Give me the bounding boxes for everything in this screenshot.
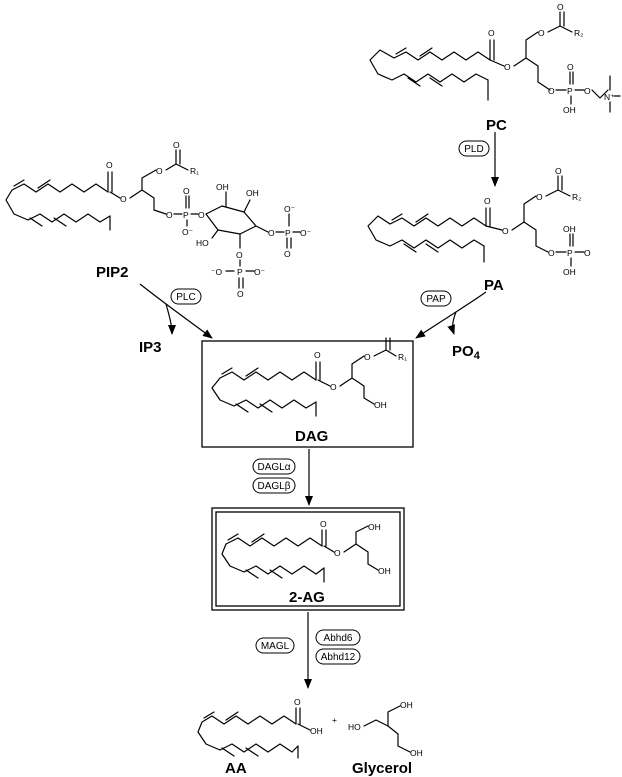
plc-label: PLC	[176, 292, 195, 303]
pa-phosphate-oh-bottom: OH	[563, 267, 576, 277]
pip2-carbonyl-o: O	[106, 160, 113, 170]
pa-phosphate-o: O	[548, 248, 555, 258]
dag-carbonyl-o: O	[314, 350, 321, 360]
glycerol-label: Glycerol	[352, 760, 412, 777]
plc-enzyme-badge: PLC	[170, 288, 202, 305]
daglb-label: DAGLβ	[258, 481, 291, 492]
dag-box	[201, 340, 414, 448]
two-ag-inner-box	[215, 511, 401, 607]
glycerol-oh-top: OH	[400, 700, 413, 710]
pip2-structure: O O O O R₁ O P O O⁻ O OH OH HO O O P	[5, 140, 312, 299]
pip2-inositol-ho: HO	[196, 238, 209, 248]
pip2-phosphate-c-o: O	[237, 289, 244, 299]
pc-structure: O O O O R₂ O P O OH O N⁺	[369, 2, 621, 115]
pc-ester-o: O	[504, 62, 511, 72]
dag-sn1-o: O	[364, 352, 371, 362]
pip2-phosphate-o-minus: O⁻	[182, 227, 194, 237]
pa-sn1-carbonyl-o: O	[555, 166, 562, 176]
pc-choline-o: O	[584, 86, 591, 96]
pa-phosphate-oh-top: OH	[563, 224, 576, 234]
abhd6-enzyme-badge: Abhd6	[315, 629, 361, 646]
pip2-phosphorus-b: P	[285, 228, 291, 238]
pa-carbonyl-o: O	[484, 196, 491, 206]
pa-phosphoryl-o: O	[584, 248, 591, 258]
two-ag-ester-o: O	[334, 548, 341, 558]
pip2-sn1-carbonyl-o: O	[173, 140, 180, 150]
pip2-label: PIP2	[96, 264, 129, 281]
pip2-phosphate-c-o-minus-left: ⁻O	[211, 267, 222, 277]
two-ag-outer-box	[211, 507, 405, 611]
glycerol-oh-bottom: OH	[410, 748, 423, 758]
pa-structure: O O O O R₂ O P OH OH O	[367, 166, 591, 277]
pip2-phosphorus: P	[183, 210, 189, 220]
magl-label: MAGL	[261, 641, 290, 652]
pc-carbonyl-o: O	[488, 28, 495, 38]
daglb-enzyme-badge: DAGLβ	[252, 477, 296, 494]
pip2-ester-o: O	[120, 194, 127, 204]
pip2-inositol-link-o: O	[198, 210, 205, 220]
ip3-release-arrow	[165, 303, 176, 335]
pip2-inositol-o-b: O	[268, 228, 275, 238]
pa-ester-o: O	[502, 226, 509, 236]
dag-r1: R₁	[398, 352, 407, 362]
pc-sn1-carbonyl-o: O	[557, 2, 564, 12]
pld-enzyme-badge: PLD	[458, 140, 490, 157]
pap-label: PAP	[426, 294, 446, 305]
pip2-phosphate-c-o-minus-right: O⁻	[254, 267, 266, 277]
pip2-inositol-oh-2: OH	[246, 188, 259, 198]
pa-r2: R₂	[572, 192, 581, 202]
glycerol-ho: HO	[348, 722, 361, 732]
pip2-phosphorus-c: P	[237, 267, 243, 277]
aa-carbonyl-o: O	[294, 697, 301, 707]
pc-r2: R₂	[574, 28, 583, 38]
pip2-phosphate-b-o-minus-top: O⁻	[284, 204, 296, 214]
two-ag-carbonyl-o: O	[320, 519, 327, 529]
dag-ester-o: O	[330, 382, 337, 392]
pc-sn1-o: O	[538, 28, 545, 38]
pap-enzyme-badge: PAP	[420, 290, 452, 307]
pa-label: PA	[484, 277, 504, 294]
two-ag-oh-bottom: OH	[378, 566, 391, 576]
pip2-phosphate-b-o-minus-right: O⁻	[300, 228, 312, 238]
pip2-r1: R₁	[190, 166, 199, 176]
plus-sign: +	[332, 715, 337, 725]
pip2-inositol-o-a: O	[236, 250, 243, 260]
pip2-phosphate-b-o: O	[284, 249, 291, 259]
two-ag-label: 2-AG	[289, 589, 325, 606]
dagla-label: DAGLα	[257, 462, 290, 473]
aa-label: AA	[225, 760, 247, 777]
dag-structure: O O O R₁ OH	[211, 337, 407, 417]
glycerol-structure: HO OH OH	[348, 700, 423, 758]
abhd12-label: Abhd12	[321, 652, 356, 663]
two-ag-oh-top: OH	[368, 522, 381, 532]
dagla-enzyme-badge: DAGLα	[252, 458, 296, 475]
pc-phosphoryl-o: O	[567, 62, 574, 72]
pld-label: PLD	[464, 144, 483, 155]
po4-label: PO4	[452, 343, 481, 362]
pip2-phosphoryl-o: O	[183, 186, 190, 196]
aa-acid-oh: OH	[310, 726, 323, 736]
pc-ammonium: N⁺	[604, 92, 615, 102]
pc-phosphorus: P	[567, 86, 573, 96]
pip2-inositol-oh-1: OH	[216, 182, 229, 192]
pap-reaction-arrow	[415, 291, 487, 339]
plc-reaction-arrow	[139, 283, 213, 339]
pa-phosphorus: P	[567, 248, 573, 258]
pc-phosphate-o: O	[548, 86, 555, 96]
pip2-sn1-o: O	[156, 166, 163, 176]
aa-structure: O OH	[197, 697, 323, 759]
abhd6-label: Abhd6	[324, 633, 353, 644]
dag-label: DAG	[295, 428, 328, 445]
magl-enzyme-badge: MAGL	[255, 637, 295, 654]
pa-sn1-o: O	[536, 192, 543, 202]
abhd12-enzyme-badge: Abhd12	[315, 648, 361, 665]
pip2-phosphate-o: O	[166, 210, 173, 220]
two-ag-structure: O O OH OH	[221, 519, 391, 583]
ip3-label: IP3	[139, 339, 162, 356]
po4-release-arrow	[447, 311, 457, 335]
dag-oh: OH	[374, 400, 387, 410]
pc-phosphate-oh: OH	[563, 105, 576, 115]
pc-label: PC	[486, 117, 507, 134]
